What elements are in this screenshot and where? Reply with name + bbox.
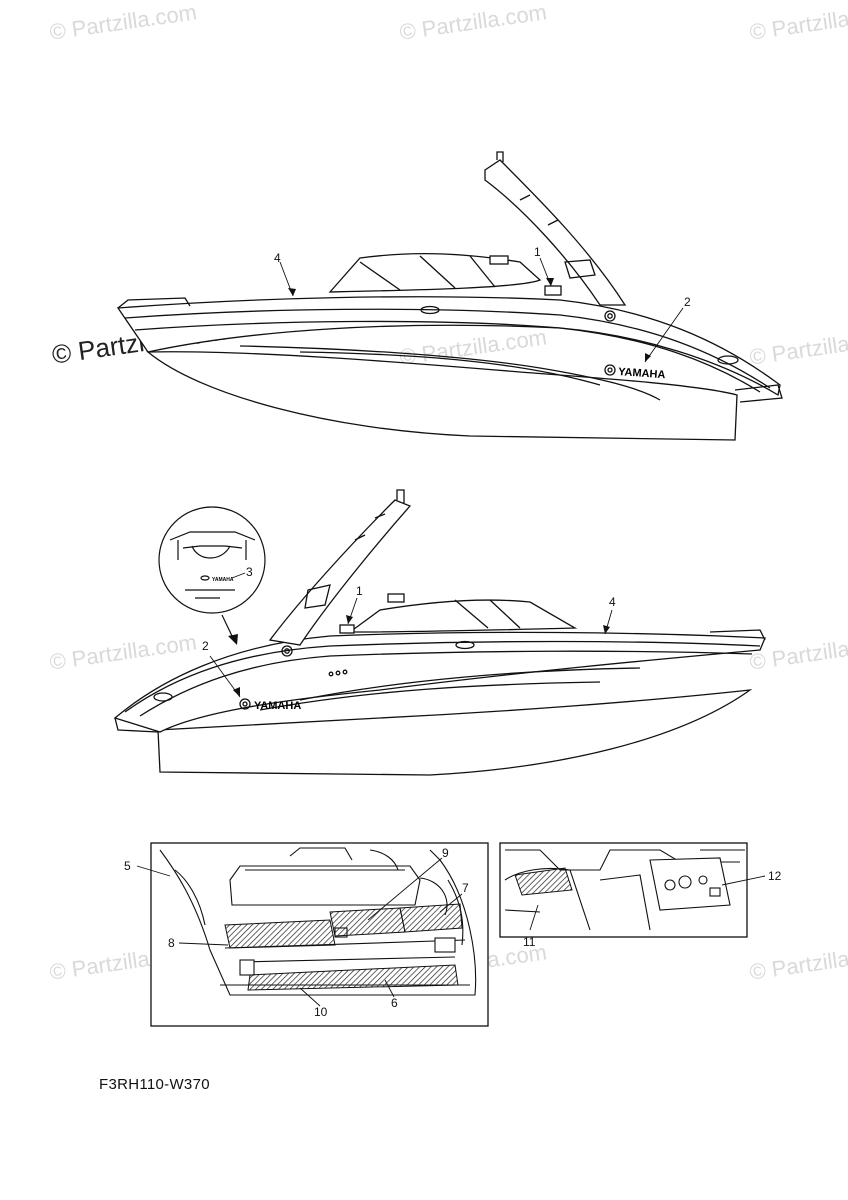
leader-arrows-middle: [233, 615, 610, 697]
callout-9: 9: [442, 846, 449, 860]
detail-box-floor-mats: [136, 842, 489, 1027]
detail-box-helm: [499, 842, 766, 938]
callout-10: 10: [314, 1005, 328, 1019]
callout-5: 5: [124, 859, 131, 873]
boat-side-view-top: [116, 151, 783, 441]
callout-7: 7: [462, 881, 469, 895]
callout-3-middle: 3: [246, 565, 253, 579]
leader-arrows-top: [288, 278, 651, 362]
detail-brand-decal: YAMAHA: [212, 577, 234, 583]
brand-decal-middle: YAMAHA: [254, 700, 301, 712]
callout-12: 12: [768, 869, 782, 883]
callout-1-top: 1: [534, 245, 541, 259]
callout-1-middle: 1: [356, 584, 363, 598]
boat-side-view-middle: [113, 489, 766, 776]
callout-11: 11: [523, 935, 536, 949]
diagram-code: F3RH110-W370: [99, 1076, 210, 1093]
callout-4-top: 4: [274, 251, 281, 265]
detail-arrow: [221, 614, 234, 639]
detail-circle-transom: [158, 506, 266, 614]
callout-6: 6: [391, 996, 398, 1010]
callout-2-middle: 2: [202, 639, 209, 653]
brand-decal-top: YAMAHA: [618, 366, 666, 381]
callout-4-middle: 4: [609, 595, 616, 609]
callout-8: 8: [168, 936, 175, 950]
callout-2-top: 2: [684, 295, 691, 309]
detail-arrow-head: [228, 634, 238, 645]
